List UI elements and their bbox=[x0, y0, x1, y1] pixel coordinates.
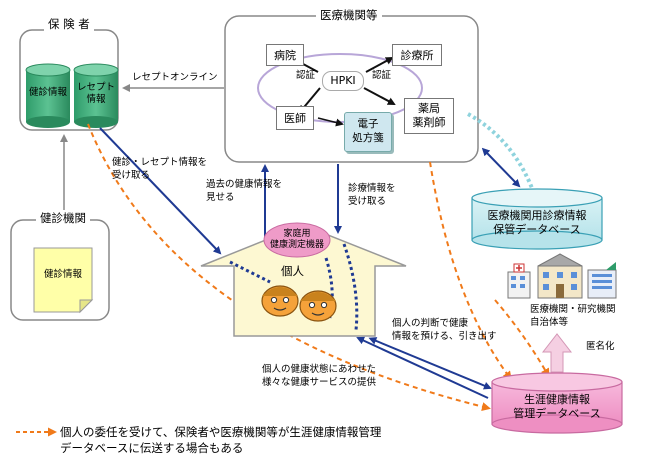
auth-left-label: 認証 bbox=[296, 70, 316, 81]
institutions-line2: 自治体等 bbox=[530, 317, 569, 328]
deposit-withdraw-label: 個人の判断で健康 情報を預ける、引き出す bbox=[392, 317, 497, 343]
home-device-bubble bbox=[263, 222, 331, 258]
footnote-line1: 個人の委任を受けて、保険者や医療機関等が生涯健康情報管理 bbox=[60, 425, 382, 439]
health-service-line2: 様々な健康サービスの提供 bbox=[262, 377, 377, 388]
e-prescription-card: 電子 処方箋 bbox=[344, 112, 392, 152]
person-lifelong-db-exchange-arrow bbox=[368, 337, 492, 390]
insurer-checkup-db-label: 健診情報 bbox=[28, 87, 67, 98]
lifelong-db-label: 生涯健康情報 管理データベース bbox=[494, 393, 620, 421]
hpki-badge: HPKI bbox=[322, 71, 364, 91]
insurer-receipt-db-label-line2: 情報 bbox=[86, 94, 106, 105]
home-device-label: 家庭用 健康測定機器 bbox=[264, 229, 330, 251]
receipt-online-label: レセプトオンライン bbox=[132, 72, 218, 83]
doctor-box: 医師 bbox=[276, 106, 314, 130]
treatment-info-line2: 受け取る bbox=[348, 196, 387, 207]
auth-right-label: 認証 bbox=[372, 70, 392, 81]
hpki-to-pharmacy-arrow bbox=[363, 87, 396, 105]
past-info-label: 過去の健康情報を 見せる bbox=[206, 178, 282, 204]
e-prescription-line2: 処方箋 bbox=[352, 132, 384, 144]
lifelong-db-line1: 生涯健康情報 bbox=[524, 393, 590, 406]
home-device-line1: 家庭用 bbox=[283, 229, 311, 239]
checkup-receive-label: 健診・レセプト情報を 受け取る bbox=[112, 156, 207, 182]
lifelong-db-cylinder bbox=[491, 372, 623, 434]
clinic-box: 診療所 bbox=[392, 44, 442, 66]
house-dotted-left bbox=[229, 260, 271, 284]
checkup-title: 健診機関 bbox=[36, 210, 90, 226]
buildings-icon bbox=[507, 253, 617, 299]
checkup-doc-note bbox=[33, 247, 94, 314]
lifelong-db-to-person-arrow bbox=[356, 336, 489, 399]
footnote: 個人の委任を受けて、保険者や医療機関等が生涯健康情報管理 データベースに伝送する… bbox=[60, 424, 381, 456]
institutions-to-lifelong-db-dashed bbox=[494, 299, 550, 378]
insurer-checkup-db bbox=[25, 63, 71, 128]
deposit-withdraw-line2: 情報を預ける、引き出す bbox=[392, 331, 497, 342]
insurer-title: 保 険 者 bbox=[44, 16, 94, 32]
medical-to-db-dotted-line bbox=[467, 112, 537, 197]
past-info-line2: 見せる bbox=[206, 192, 235, 203]
medical-title: 医療機関等 bbox=[316, 7, 382, 23]
checkup-receive-line2: 受け取る bbox=[112, 170, 151, 181]
insurer-receipt-db-label: レセプト 情報 bbox=[74, 82, 118, 106]
insurer-receipt-db bbox=[73, 63, 119, 128]
checkup-receive-line1: 健診・レセプト情報を bbox=[112, 157, 208, 168]
home-device-line2: 健康測定機器 bbox=[269, 240, 324, 250]
pharmacy-line1: 薬局 bbox=[418, 102, 440, 115]
lifelong-db-line2: 管理データベース bbox=[513, 407, 601, 420]
hospital-box: 病院 bbox=[266, 44, 304, 66]
institutions-line1: 医療機関・研究機関 bbox=[530, 304, 616, 315]
pharmacy-box: 薬局 薬剤師 bbox=[404, 98, 454, 134]
medical-db-line1: 医療機関用診療情報 bbox=[487, 209, 587, 222]
doctor-to-rx-arrow bbox=[317, 117, 344, 127]
deposit-withdraw-line1: 個人の判断で健康 bbox=[392, 318, 469, 329]
checkup-doc-label: 健診情報 bbox=[43, 269, 82, 280]
medical-db-line2: 保管データベース bbox=[493, 223, 581, 236]
insurer-receipt-db-label-line1: レセプト bbox=[76, 82, 115, 93]
health-service-label: 個人の健康状態にあわせた 様々な健康サービスの提供 bbox=[262, 363, 376, 389]
medical-to-lifelong-db-dashed bbox=[429, 161, 512, 381]
medical-db-link-arrow bbox=[481, 147, 521, 188]
anonymize-arrow bbox=[541, 333, 573, 373]
past-info-line1: 過去の健康情報を bbox=[206, 179, 283, 190]
house-dotted-right bbox=[342, 243, 359, 331]
person-face-left bbox=[261, 285, 299, 317]
health-service-line1: 個人の健康状態にあわせた bbox=[262, 364, 377, 375]
treatment-info-label: 診療情報を 受け取る bbox=[348, 182, 396, 208]
e-prescription-line1: 電子 bbox=[357, 118, 379, 130]
person-label: 個人 bbox=[281, 264, 304, 278]
medical-db-label: 医療機関用診療情報 保管データベース bbox=[474, 209, 600, 237]
footnote-line2: データベースに伝送する場合もある bbox=[60, 441, 244, 455]
hpki-to-clinic-arrow bbox=[365, 57, 394, 73]
institutions-label: 医療機関・研究機関 自治体等 bbox=[530, 303, 616, 329]
person-face-right bbox=[299, 290, 337, 322]
anonymize-label: 匿名化 bbox=[586, 341, 615, 352]
treatment-info-line1: 診療情報を bbox=[348, 183, 396, 194]
pharmacy-line2: 薬剤師 bbox=[412, 116, 446, 129]
medical-db-cylinder bbox=[471, 188, 603, 250]
insurer-to-person-arrow bbox=[99, 127, 222, 255]
